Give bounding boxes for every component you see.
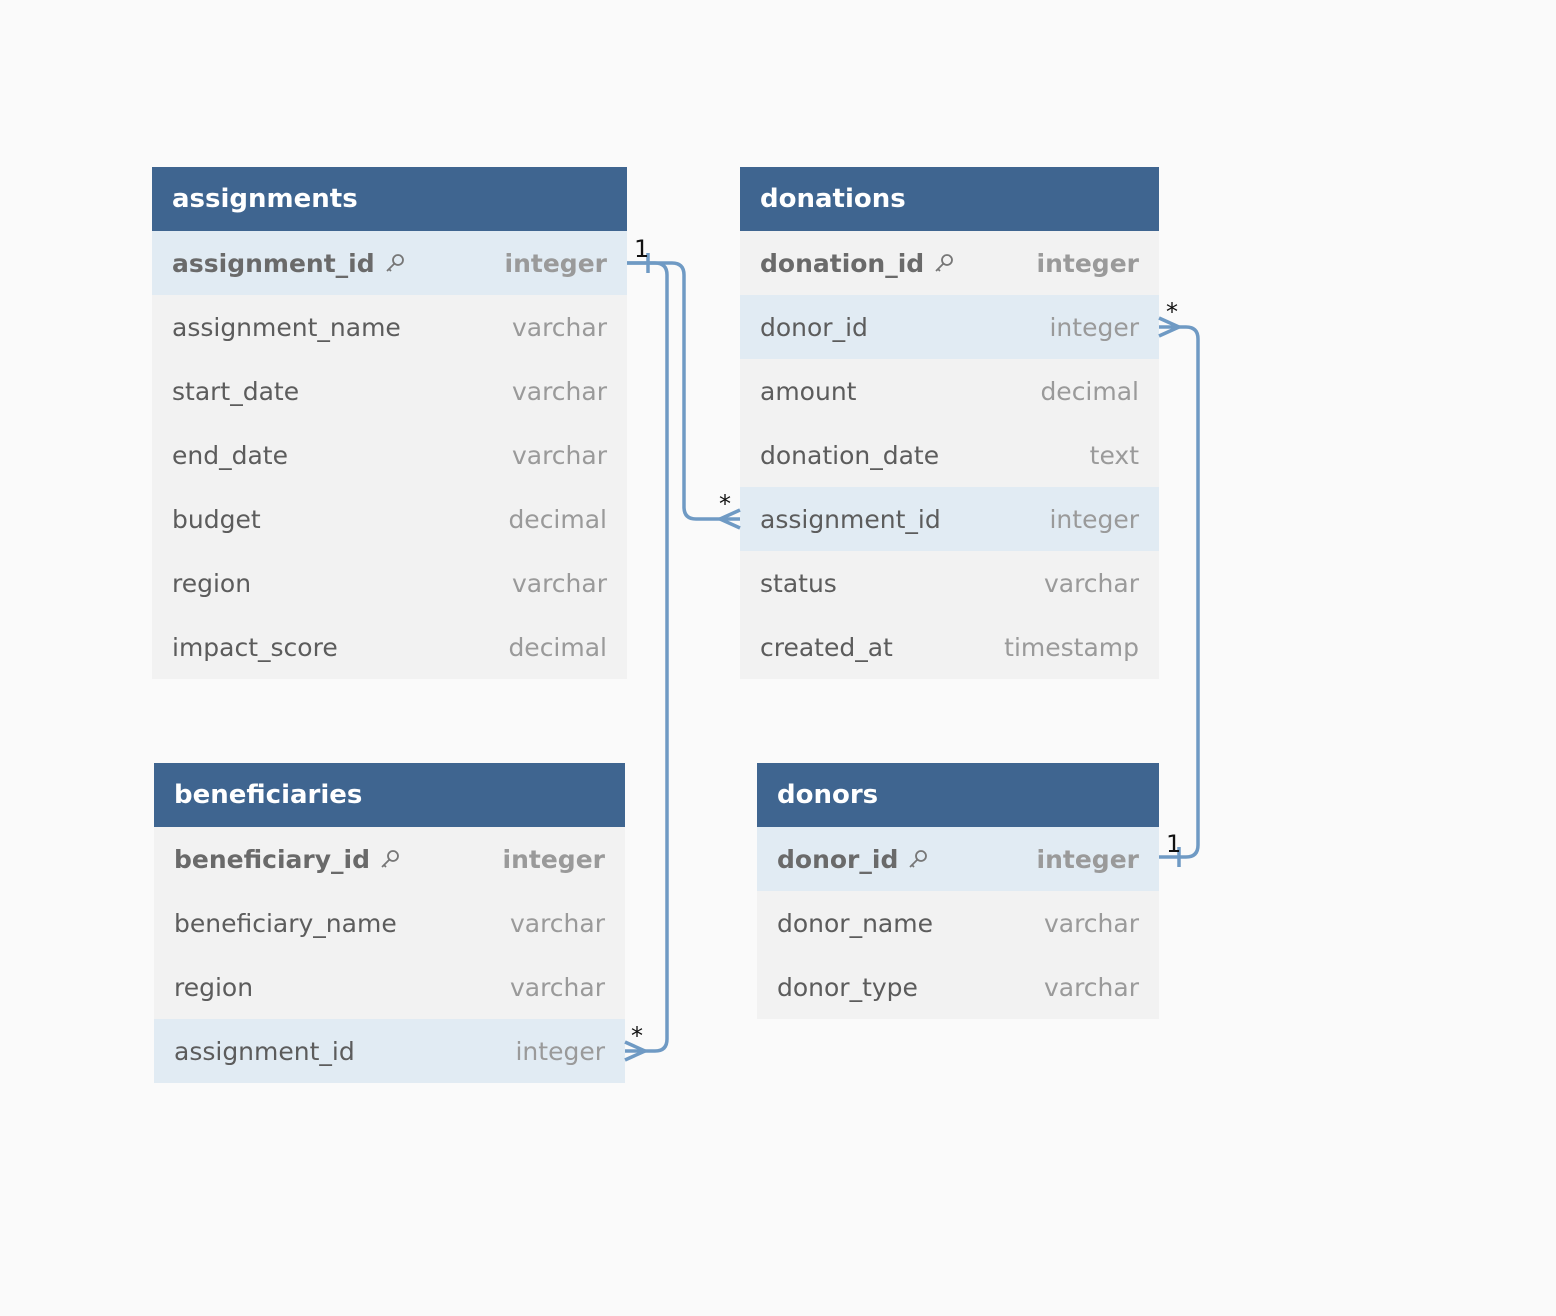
column-name-cell: donor_id xyxy=(777,845,930,874)
table-assignments[interactable]: assignments assignment_id integer assign… xyxy=(152,167,627,679)
column-type: integer xyxy=(1036,844,1139,874)
column-name: impact_score xyxy=(172,632,338,662)
table-title[interactable]: donations xyxy=(740,167,1159,231)
column-row-assignment-id[interactable]: assignment_id integer xyxy=(740,487,1159,551)
column-row-region[interactable]: region varchar xyxy=(154,955,625,1019)
column-type: decimal xyxy=(1040,376,1139,406)
column-row-beneficiary-id[interactable]: beneficiary_id integer xyxy=(154,827,625,891)
column-name: assignment_id xyxy=(172,248,375,278)
column-type: integer xyxy=(502,844,605,874)
key-icon xyxy=(381,850,399,868)
column-row-amount[interactable]: amount decimal xyxy=(740,359,1159,423)
table-title[interactable]: assignments xyxy=(152,167,627,231)
cardinality-label: * xyxy=(719,490,731,518)
column-name: donor_name xyxy=(777,908,933,938)
column-type: varchar xyxy=(509,908,605,938)
column-type: varchar xyxy=(1043,908,1139,938)
cardinality-label: 1 xyxy=(1166,830,1181,858)
column-name: donation_date xyxy=(760,440,940,470)
key-icon xyxy=(935,254,954,272)
column-type: varchar xyxy=(511,440,607,470)
cardinality-label: 1 xyxy=(634,235,649,263)
column-name: assignment_id xyxy=(174,1036,355,1066)
column-type: integer xyxy=(1049,504,1139,534)
column-name: start_date xyxy=(172,376,300,406)
cardinality-label: * xyxy=(631,1022,643,1050)
column-row-assignment-id[interactable]: assignment_id integer xyxy=(152,231,627,295)
column-name: beneficiary_id xyxy=(174,844,370,874)
column-name: donor_type xyxy=(777,972,918,1002)
column-row-donor-type[interactable]: donor_type varchar xyxy=(757,955,1159,1019)
column-name: assignment_id xyxy=(760,504,941,534)
column-row-created-at[interactable]: created_at timestamp xyxy=(740,615,1159,679)
key-icon xyxy=(385,254,404,272)
column-row-region[interactable]: region varchar xyxy=(152,551,627,615)
column-type: varchar xyxy=(509,972,605,1002)
column-name: donor_id xyxy=(777,844,899,874)
relationship-assignments-donations[interactable] xyxy=(627,253,741,530)
column-row-donor-id[interactable]: donor_id integer xyxy=(740,295,1159,359)
column-row-beneficiary-name[interactable]: beneficiary_name varchar xyxy=(154,891,625,955)
column-type: decimal xyxy=(508,632,607,662)
column-name-cell: donation_id xyxy=(760,249,956,278)
table-beneficiaries[interactable]: beneficiaries beneficiary_id integer ben… xyxy=(154,763,625,1083)
column-row-assignment-name[interactable]: assignment_name varchar xyxy=(152,295,627,359)
column-name: donor_id xyxy=(760,312,868,342)
column-name-cell: assignment_id xyxy=(172,249,407,278)
column-type: integer xyxy=(1049,312,1139,342)
column-row-end-date[interactable]: end_date varchar xyxy=(152,423,627,487)
column-row-donor-id[interactable]: donor_id integer xyxy=(757,827,1159,891)
key-icon xyxy=(909,850,928,868)
column-row-budget[interactable]: budget decimal xyxy=(152,487,627,551)
column-row-donation-date[interactable]: donation_date text xyxy=(740,423,1159,487)
table-donors[interactable]: donors donor_id integer donor_name varch… xyxy=(757,763,1159,1019)
column-type: timestamp xyxy=(1004,632,1139,662)
column-type: varchar xyxy=(511,312,607,342)
column-name: status xyxy=(760,568,837,598)
column-name: created_at xyxy=(760,632,893,662)
column-name: region xyxy=(172,568,252,598)
column-name: budget xyxy=(172,504,261,534)
column-name: end_date xyxy=(172,440,288,470)
column-row-impact-score[interactable]: impact_score decimal xyxy=(152,615,627,679)
column-name-cell: beneficiary_id xyxy=(174,845,402,874)
relationship-assignments-beneficiaries[interactable] xyxy=(624,261,669,1062)
column-name: assignment_name xyxy=(172,312,401,342)
column-row-status[interactable]: status varchar xyxy=(740,551,1159,615)
column-type: varchar xyxy=(1043,972,1139,1002)
column-type: varchar xyxy=(1043,568,1139,598)
column-name: region xyxy=(174,972,254,1002)
column-type: decimal xyxy=(508,504,607,534)
table-donations[interactable]: donations donation_id integer donor_id i… xyxy=(740,167,1159,679)
relationship-donors-donations[interactable] xyxy=(1158,316,1200,867)
column-row-assignment-id[interactable]: assignment_id integer xyxy=(154,1019,625,1083)
cardinality-label: * xyxy=(1166,298,1178,326)
column-name: donation_id xyxy=(760,248,925,278)
column-name: beneficiary_name xyxy=(174,908,397,938)
column-row-donation-id[interactable]: donation_id integer xyxy=(740,231,1159,295)
column-row-start-date[interactable]: start_date varchar xyxy=(152,359,627,423)
column-type: text xyxy=(1089,440,1139,470)
table-title[interactable]: beneficiaries xyxy=(154,763,625,827)
column-name: amount xyxy=(760,376,857,406)
column-row-donor-name[interactable]: donor_name varchar xyxy=(757,891,1159,955)
column-type: integer xyxy=(515,1036,605,1066)
column-type: varchar xyxy=(511,376,607,406)
column-type: varchar xyxy=(511,568,607,598)
table-title[interactable]: donors xyxy=(757,763,1159,827)
column-type: integer xyxy=(504,248,607,278)
column-type: integer xyxy=(1036,248,1139,278)
